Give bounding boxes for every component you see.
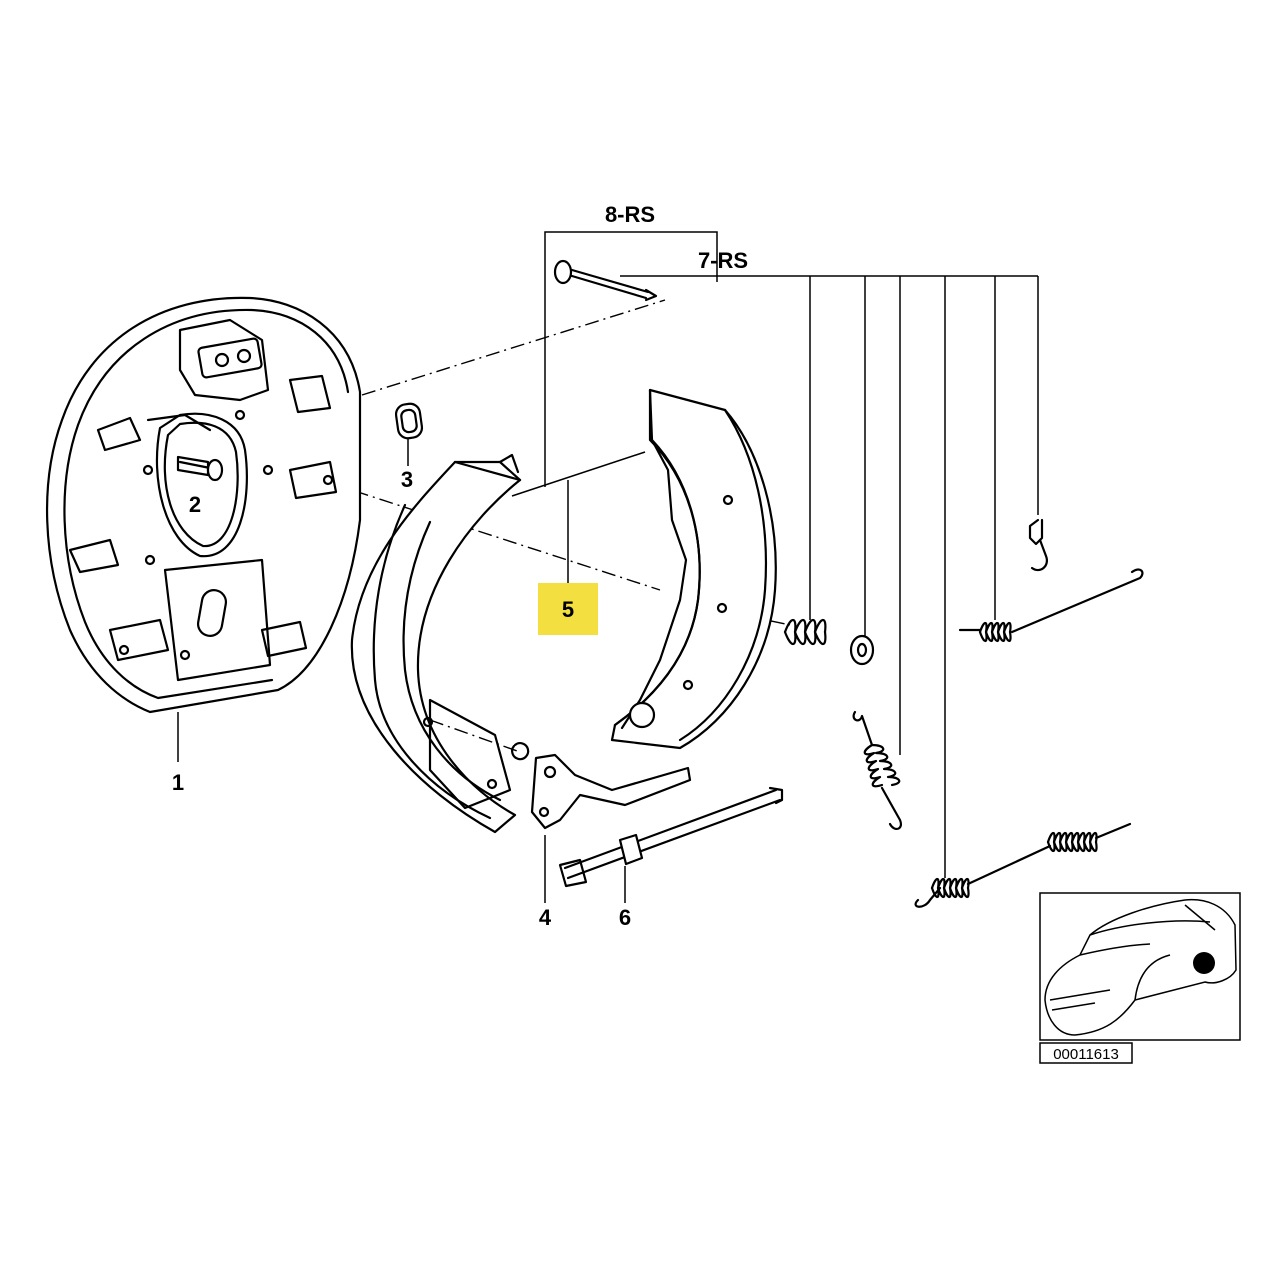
diagram-code: 00011613 — [1053, 1046, 1119, 1063]
callout-8-rs: 8-RS — [605, 202, 655, 227]
callout-3: 3 — [401, 467, 413, 492]
callout-7-rs: 7-RS — [698, 248, 748, 273]
retainer-washer — [849, 634, 875, 666]
grommet — [394, 402, 424, 440]
callout-4: 4 — [539, 905, 552, 930]
adjuster — [558, 786, 784, 888]
spring-coil-small — [783, 618, 827, 646]
callout-6: 6 — [619, 905, 631, 930]
clip-hook — [1028, 518, 1048, 572]
locator-thumbnail: 00011613 — [1039, 892, 1241, 1064]
brake-shoe-rear — [610, 388, 777, 750]
hold-down-pin — [553, 259, 658, 302]
spring-long-lower — [914, 822, 1132, 908]
car-rear-wheel-locator-icon — [1044, 898, 1237, 1036]
parking-lever — [511, 742, 692, 830]
callout-1: 1 — [172, 770, 184, 795]
bolt — [176, 455, 224, 482]
callout-5: 5 — [562, 597, 574, 622]
spring-long-upper — [958, 568, 1144, 643]
callout-2: 2 — [189, 492, 201, 517]
backing-plate — [45, 296, 362, 714]
brake-shoe-front — [350, 453, 522, 834]
rear-wheel-marker — [1193, 952, 1215, 974]
spring-vertical — [852, 710, 902, 830]
callout-5-highlight — [538, 583, 598, 635]
